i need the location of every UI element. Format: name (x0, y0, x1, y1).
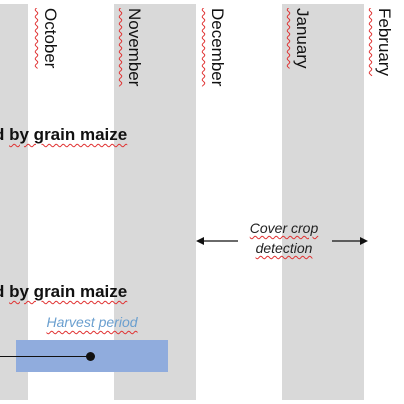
row-heading-2-tail: by grain maize (9, 282, 128, 301)
row-heading-2-clipped-prefix: d (0, 282, 4, 301)
cover-crop-line-2: detection (255, 240, 313, 256)
row-heading-2: d by grain maize (0, 282, 127, 302)
arrow-left-icon (196, 237, 238, 245)
row-heading-1-tail: by grain maize (9, 125, 128, 144)
month-band-september (0, 4, 28, 400)
harvest-period-label: Harvest period (46, 314, 138, 330)
month-band-january (282, 4, 364, 400)
month-band-november (114, 4, 196, 400)
month-label-november: November (125, 8, 144, 87)
arrow-right-icon (332, 237, 368, 245)
cover-crop-detection-annotation: Cover crop detection (238, 218, 330, 258)
timeline-connector-line (0, 356, 90, 357)
month-label-january: January (293, 8, 312, 69)
row-heading-1-clipped-prefix: d (0, 125, 4, 144)
row-heading-1: d by grain maize (0, 125, 127, 145)
month-label-december: December (208, 8, 227, 87)
month-label-february: February (375, 8, 394, 77)
month-label-october: October (41, 8, 60, 69)
timeline-dot-marker (86, 352, 95, 361)
cover-crop-line-1: Cover crop (249, 220, 319, 236)
